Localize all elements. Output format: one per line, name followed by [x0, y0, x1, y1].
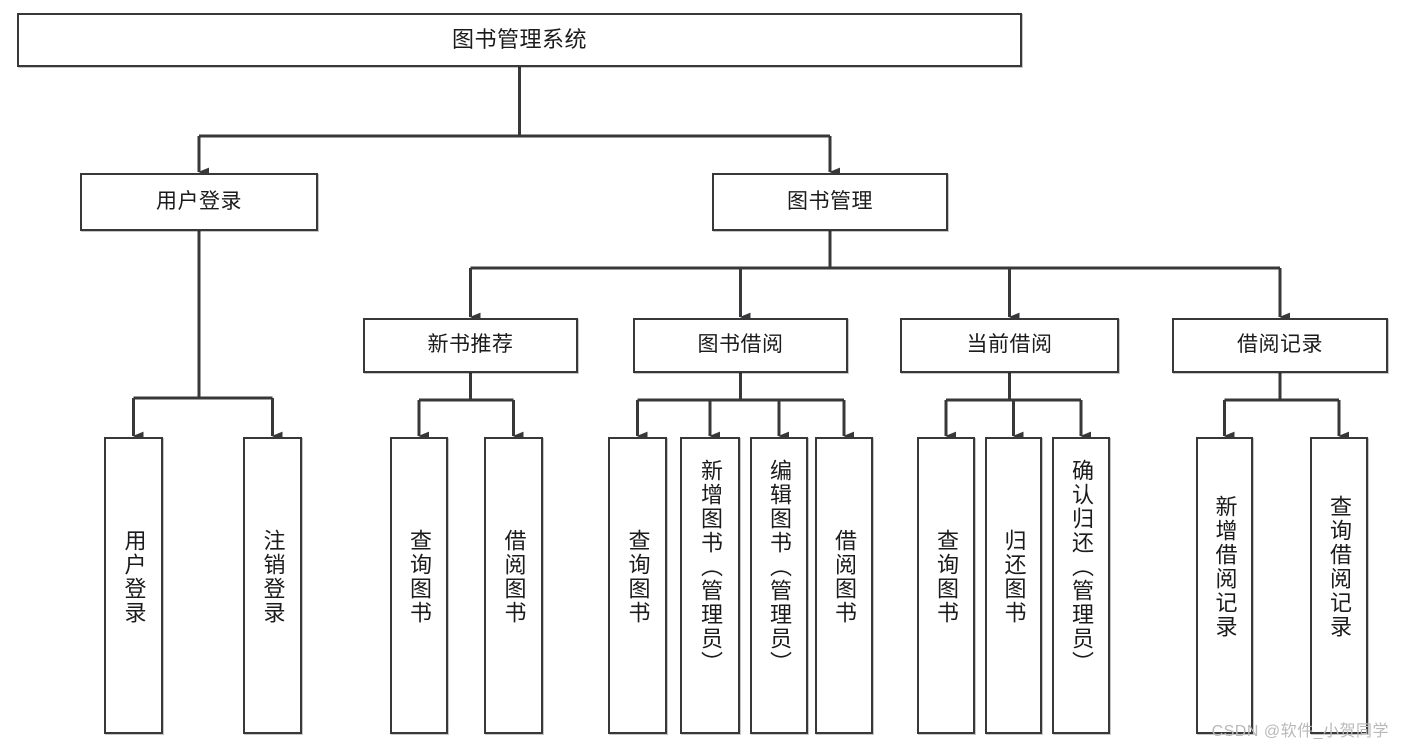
node-label: 新增借阅记录: [1212, 495, 1238, 639]
node-book-borrow[interactable]: 图书借阅: [633, 318, 848, 373]
node-leaf-logout[interactable]: 注销登录: [243, 437, 302, 734]
node-leaf-borrow-book-2[interactable]: 借阅图书: [815, 437, 873, 734]
node-label: 用户登录: [156, 189, 242, 213]
node-label: 查询图书: [625, 529, 651, 625]
node-label: 注销登录: [260, 529, 286, 625]
node-leaf-query-book-3[interactable]: 查询图书: [917, 437, 975, 734]
node-label: 借阅图书: [832, 529, 857, 625]
node-leaf-return-book[interactable]: 归还图书: [985, 437, 1042, 734]
node-label: 用户登录: [121, 529, 147, 625]
node-root[interactable]: 图书管理系统: [17, 13, 1022, 67]
node-label: 归还图书: [1001, 529, 1027, 625]
node-label: 新书推荐: [427, 333, 514, 357]
node-leaf-query-record[interactable]: 查询借阅记录: [1310, 437, 1368, 734]
node-label: 查询借阅记录: [1327, 495, 1352, 639]
node-leaf-edit-book[interactable]: 编辑图书（管理员）: [750, 437, 808, 734]
node-label: 图书管理: [787, 189, 873, 213]
node-label: 图书管理系统: [451, 27, 587, 53]
node-label: 编辑图书（管理员）: [767, 459, 792, 675]
node-borrow-record[interactable]: 借阅记录: [1172, 318, 1388, 373]
node-label: 查询图书: [407, 529, 432, 625]
node-leaf-user-login[interactable]: 用户登录: [104, 437, 163, 734]
node-label: 图书借阅: [697, 333, 784, 357]
node-new-book-rec[interactable]: 新书推荐: [363, 318, 578, 373]
node-label: 借阅记录: [1237, 333, 1323, 357]
node-leaf-confirm-return[interactable]: 确认归还（管理员）: [1052, 437, 1110, 734]
node-leaf-add-book[interactable]: 新增图书（管理员）: [680, 437, 740, 734]
node-current-borrow[interactable]: 当前借阅: [900, 318, 1119, 373]
node-leaf-query-book-1[interactable]: 查询图书: [390, 437, 448, 734]
node-book-manage[interactable]: 图书管理: [712, 173, 948, 231]
node-leaf-add-record[interactable]: 新增借阅记录: [1196, 437, 1253, 734]
node-user-login[interactable]: 用户登录: [80, 173, 318, 231]
node-label: 新增图书（管理员）: [698, 459, 723, 675]
node-label: 借阅图书: [501, 529, 527, 625]
node-label: 确认归还（管理员）: [1069, 459, 1094, 675]
node-label: 当前借阅: [966, 333, 1053, 357]
node-leaf-query-book-2[interactable]: 查询图书: [608, 437, 667, 734]
node-label: 查询图书: [934, 529, 959, 625]
node-leaf-borrow-book-1[interactable]: 借阅图书: [484, 437, 543, 734]
